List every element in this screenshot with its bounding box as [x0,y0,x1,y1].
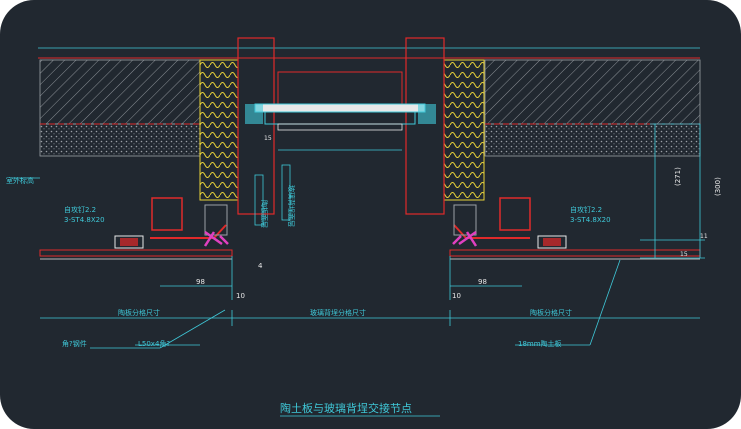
left-vertical-label: 陶板面层 [260,200,269,228]
dim-4: 4 [258,262,263,270]
right-bottom-label: 18mm陶土板 [518,339,562,348]
left-glass-clip [245,104,263,124]
left-mullion [237,37,275,215]
right-mullion [405,37,445,215]
dim-left-10: 10 [236,292,245,300]
center-frame [277,71,403,107]
right-terracotta-panel [449,249,701,257]
right-vertical-label: 玻璃背埕面层 [287,185,296,227]
left-concrete-wall [39,59,201,125]
left-steel-angle [151,197,183,231]
right-concrete-wall [484,59,701,125]
right-section-label: 陶板分格尺寸 [530,308,572,317]
drawing-title: 陶土板与玻璃背埕交接节点 [280,401,412,415]
left-insulation [199,59,239,201]
right-insulation [443,59,485,201]
left-bottom-label-2: L50x4角? [138,339,170,348]
left-wall-label: 室外标高 [6,176,34,185]
left-screw-spec: 自攻钉2.2 [64,205,96,214]
dim-15b: 15 [680,251,688,258]
dim-300: (300) [714,177,722,196]
glass-panel [254,103,426,113]
left-bottom-label-1: 角?钢件 [62,339,87,348]
right-glass-clip [418,104,436,124]
dim-271: (271) [674,167,682,186]
glass-bracket [264,111,416,125]
right-clip-bracket [452,230,478,247]
dim-left-98: 98 [196,278,205,286]
dim-right-98: 98 [478,278,487,286]
right-mortar-layer [484,123,701,157]
dim-15: 15 [264,135,272,142]
left-clip-bracket [203,230,229,247]
left-mortar-layer [39,123,201,157]
left-section-label: 陶板分格尺寸 [118,308,160,317]
left-terracotta-panel [39,249,233,257]
right-steel-angle [499,197,531,231]
dim-right-10: 10 [452,292,461,300]
right-screw-model: 3-ST4.8X20 [570,216,611,224]
left-screw-model: 3-ST4.8X20 [64,216,105,224]
dim-11: 11 [700,233,708,240]
dimension-lines [40,123,705,349]
right-screw-spec: 自攻钉2.2 [570,205,602,214]
center-section-label: 玻璃背埕分格尺寸 [310,308,366,317]
